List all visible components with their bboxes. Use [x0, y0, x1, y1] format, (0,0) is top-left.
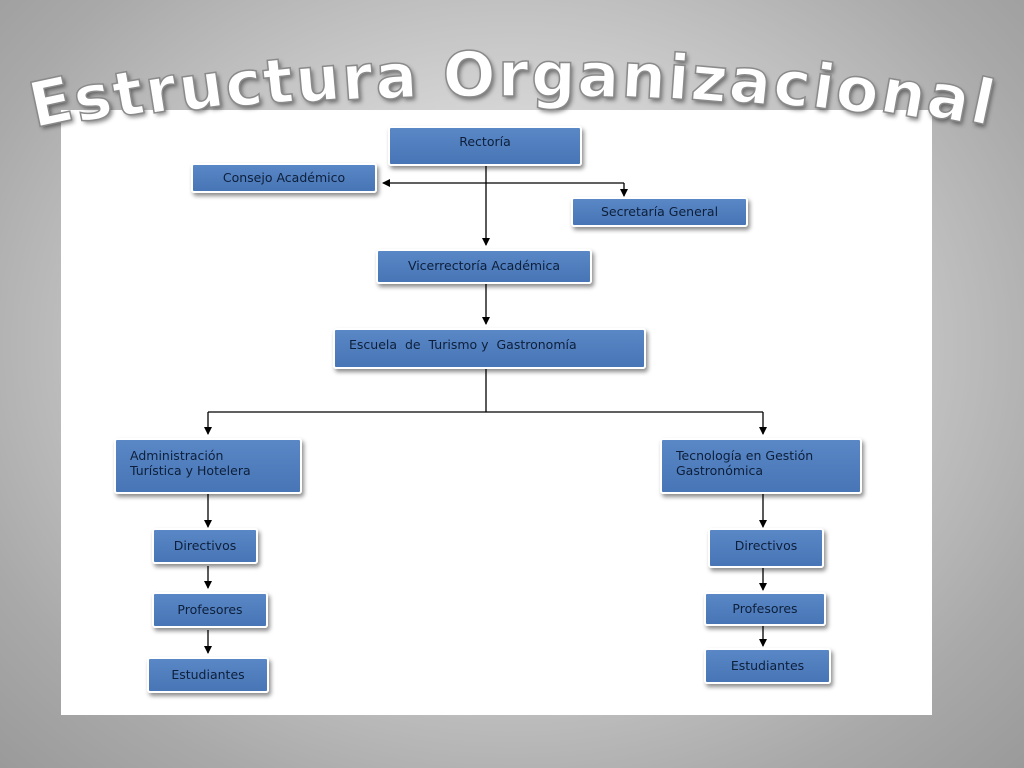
- node-tecno-line1: Tecnología en Gestión: [676, 448, 814, 463]
- node-vicerrectoria: Vicerrectoría Académica: [376, 249, 592, 284]
- node-rectoria: Rectoría: [388, 126, 582, 166]
- node-consejo-academico: Consejo Académico: [191, 163, 377, 193]
- node-vicerrectoria-label: Vicerrectoría Académica: [407, 258, 561, 273]
- node-tecno-estudiantes: Estudiantes: [704, 648, 831, 684]
- node-admin-line2: Turística y Hotelera: [130, 463, 251, 478]
- node-tecno-profesores-label: Profesores: [732, 601, 798, 616]
- node-admin-estudiantes-label: Estudiantes: [171, 667, 245, 682]
- node-tecno-estudiantes-label: Estudiantes: [730, 658, 805, 673]
- node-tecno-profesores: Profesores: [704, 592, 826, 626]
- node-tecno-line2: Gastronómica: [676, 463, 764, 478]
- node-admin-directivos: Directivos: [152, 528, 258, 564]
- node-administracion-turistica: Administración Turística y Hotelera: [114, 438, 302, 494]
- node-admin-estudiantes: Estudiantes: [147, 657, 269, 693]
- node-tecno-directivos: Directivos: [708, 528, 824, 568]
- node-admin-profesores-label: Profesores: [177, 602, 243, 617]
- node-secretaria-general: Secretaría General: [571, 197, 748, 227]
- node-admin-profesores: Profesores: [152, 592, 268, 628]
- node-tecno-directivos-label: Directivos: [734, 538, 798, 553]
- node-escuela: Escuela de Turismo y Gastronomía: [333, 328, 646, 369]
- node-consejo-label: Consejo Académico: [222, 170, 346, 185]
- node-admin-line1: Administración: [130, 448, 224, 463]
- node-rectoria-label: Rectoría: [459, 134, 511, 149]
- node-tecnologia-gastronomica: Tecnología en Gestión Gastronómica: [660, 438, 862, 494]
- node-escuela-label: Escuela de Turismo y Gastronomía: [349, 337, 577, 352]
- node-secretaria-label: Secretaría General: [600, 204, 719, 219]
- node-admin-directivos-label: Directivos: [173, 538, 237, 553]
